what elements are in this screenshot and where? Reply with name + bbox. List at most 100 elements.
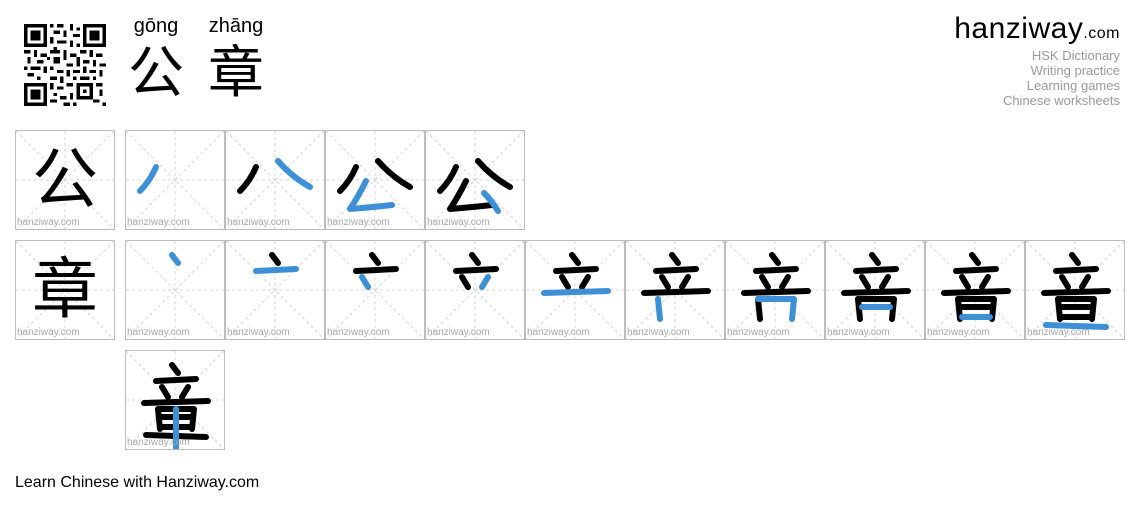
watermark-text: hanziway.com — [1027, 327, 1090, 338]
current-stroke — [541, 288, 611, 296]
watermark-text: hanziway.com — [17, 217, 80, 228]
previous-stroke — [369, 252, 381, 266]
watermark-text: hanziway.com — [427, 327, 490, 338]
stroke-cell: hanziway.com — [525, 240, 625, 340]
previous-stroke — [447, 178, 495, 212]
previous-stroke — [769, 252, 781, 266]
previous-stroke — [969, 252, 981, 266]
previous-stroke — [955, 296, 997, 322]
stroke-step-6 — [641, 252, 711, 322]
current-stroke — [169, 252, 181, 266]
previous-stroke — [669, 252, 681, 266]
previous-stroke — [337, 164, 359, 194]
previous-stroke — [841, 288, 911, 296]
guide-grid — [426, 131, 524, 229]
stroke-cell: hanziway.com — [1025, 240, 1125, 340]
brand-links: HSK Dictionary Writing practice Learning… — [954, 48, 1120, 108]
word-gong: gōng 公 — [116, 14, 196, 106]
guide-grid — [426, 241, 524, 339]
previous-stroke — [959, 274, 971, 290]
stroke-step-1 — [137, 164, 159, 194]
previous-stroke — [979, 274, 991, 290]
previous-stroke — [869, 252, 881, 266]
previous-stroke — [579, 274, 591, 290]
stroke-cell: hanziway.com — [125, 350, 225, 450]
stroke-cell: hanziway.com — [325, 130, 425, 230]
current-stroke — [253, 266, 299, 274]
watermark-text: hanziway.com — [127, 217, 190, 228]
guide-grid — [16, 241, 114, 339]
stroke-cell: hanziway.com — [425, 130, 525, 230]
stroke-step-5 — [541, 252, 611, 296]
stroke-cell: hanziway.com — [425, 240, 525, 340]
previous-stroke — [569, 252, 581, 266]
guide-grid — [16, 131, 114, 229]
stroke-cell: hanziway.com — [125, 130, 225, 230]
stroke-cell: hanziway.com — [725, 240, 825, 340]
previous-stroke — [1069, 252, 1081, 266]
full-character: 公 — [32, 141, 98, 218]
previous-stroke — [453, 266, 499, 274]
watermark-text: hanziway.com — [827, 327, 890, 338]
previous-stroke — [659, 274, 671, 290]
watermark-text: hanziway.com — [627, 327, 690, 338]
stroke-step-1 — [169, 252, 181, 266]
guide-grid — [326, 241, 424, 339]
previous-stroke — [755, 296, 763, 322]
watermark-text: hanziway.com — [927, 327, 990, 338]
watermark-text: hanziway.com — [127, 327, 190, 338]
previous-stroke — [237, 164, 259, 194]
previous-stroke — [853, 266, 899, 274]
link-chinese-worksheets[interactable]: Chinese worksheets — [1002, 93, 1120, 108]
previous-stroke — [859, 274, 871, 290]
watermark-text: hanziway.com — [17, 327, 80, 338]
watermark-text: hanziway.com — [527, 327, 590, 338]
guide-grid — [226, 131, 324, 229]
previous-stroke — [553, 266, 599, 274]
previous-stroke — [155, 406, 197, 432]
watermark-text: hanziway.com — [227, 217, 290, 228]
previous-stroke — [855, 296, 863, 322]
previous-stroke — [653, 266, 699, 274]
previous-stroke — [1041, 288, 1111, 296]
qr-code-icon — [24, 24, 106, 106]
stroke-step-4 — [453, 252, 499, 290]
stroke-cell: hanziway.com — [825, 240, 925, 340]
site-logo[interactable]: hanziway.com — [954, 12, 1120, 45]
stroke-cell: hanziway.com — [225, 240, 325, 340]
previous-stroke — [1053, 266, 1099, 274]
previous-stroke — [1055, 296, 1097, 322]
watermark-text: hanziway.com — [127, 437, 190, 448]
stroke-cell: hanziway.com — [125, 240, 225, 340]
pinyin-label: gōng — [133, 15, 179, 37]
previous-stroke — [741, 288, 811, 296]
previous-stroke — [759, 274, 771, 290]
previous-stroke — [269, 252, 281, 266]
previous-stroke — [179, 384, 191, 400]
link-writing-practice[interactable]: Writing practice — [1030, 63, 1120, 78]
previous-stroke — [879, 274, 891, 290]
previous-stroke — [153, 376, 199, 384]
guide-grid — [126, 131, 224, 229]
previous-stroke — [641, 288, 711, 296]
current-stroke — [1043, 322, 1109, 330]
pinyin-label: zhāng — [208, 15, 264, 37]
previous-stroke — [159, 384, 171, 400]
stroke-step-7 — [741, 252, 811, 322]
previous-stroke — [1059, 274, 1071, 290]
current-stroke — [481, 190, 501, 214]
stroke-step-2 — [253, 252, 299, 274]
link-hsk-dictionary[interactable]: HSK Dictionary — [1031, 48, 1120, 63]
current-stroke — [755, 296, 797, 322]
previous-stroke — [437, 164, 459, 194]
previous-stroke — [559, 274, 571, 290]
previous-stroke — [169, 362, 181, 376]
previous-stroke — [753, 266, 799, 274]
previous-stroke — [475, 158, 513, 190]
stroke-step-9 — [941, 252, 1011, 322]
link-learning-games[interactable]: Learning games — [1026, 78, 1120, 93]
watermark-text: hanziway.com — [427, 217, 490, 228]
stroke-step-11 — [141, 362, 211, 449]
